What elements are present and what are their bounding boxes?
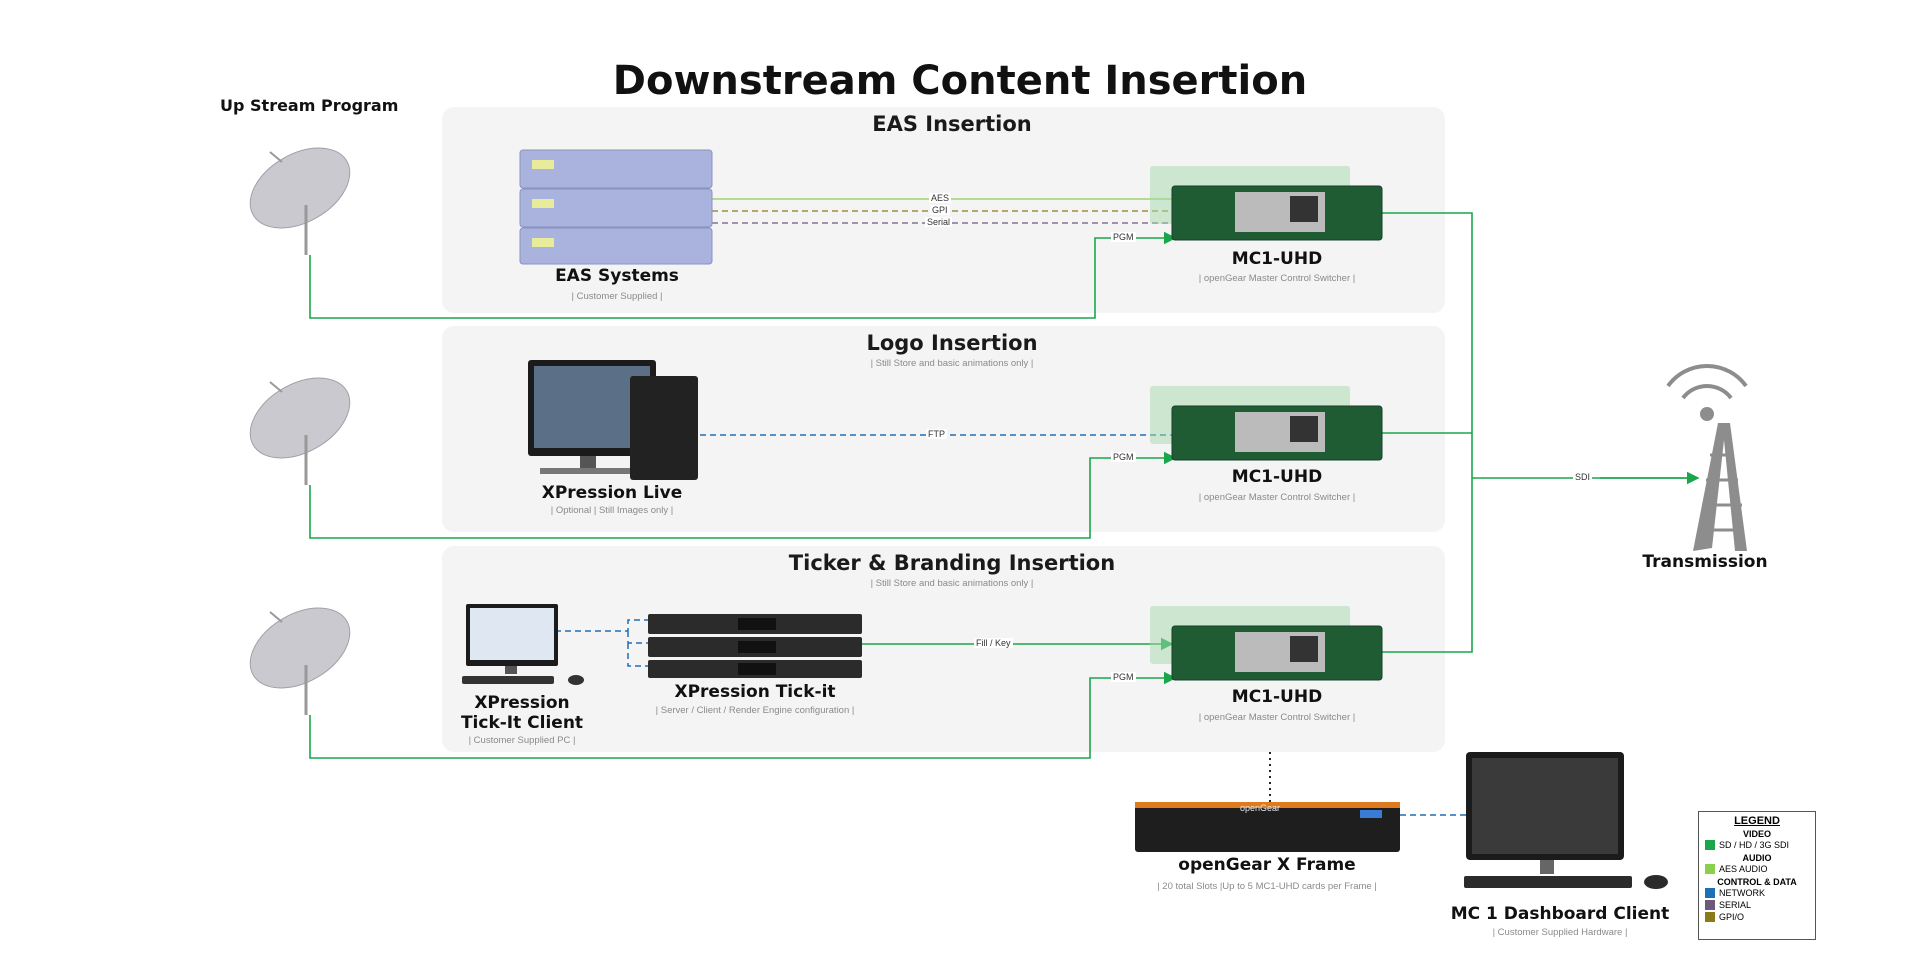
mc1-uhd-card-icon: [1150, 166, 1383, 241]
transmission-label: Transmission: [1642, 552, 1768, 572]
tickit-client-sub: | Customer Supplied PC |: [468, 735, 576, 746]
pgm-line-eas: [309, 231, 1177, 319]
legend-gpio-text: GPI/O: [1719, 912, 1745, 922]
xpression-tickit-sub: | Server / Client / Render Engine config…: [655, 705, 855, 716]
upstream-label: Up Stream Program: [220, 96, 399, 115]
frame-sub: | 20 total Slots |Up to 5 MC1-UHD cards …: [1157, 881, 1377, 892]
ticker-title: Ticker & Branding Insertion: [788, 551, 1116, 575]
mc1-uhd-label-ticker: MC1-UHD: [1231, 687, 1323, 707]
transmission-tower-icon: [1666, 363, 1748, 551]
logo-title: Logo Insertion: [866, 331, 1038, 355]
legend-control-header: CONTROL & DATA: [1717, 877, 1797, 887]
mc1-uhd-label-eas: MC1-UHD: [1231, 249, 1323, 269]
mc1-uhd-sub-eas: | openGear Master Control Switcher |: [1198, 273, 1356, 284]
legend-title: LEGEND: [1734, 815, 1780, 827]
ticker-subtitle: | Still Store and basic animations only …: [870, 578, 1034, 589]
mc1-uhd-sub-ticker: | openGear Master Control Switcher |: [1198, 712, 1356, 723]
mc1-uhd-card-icon: [1150, 606, 1383, 681]
xpression-live-sub: | Optional | Still Images only |: [550, 505, 674, 516]
legend-video-text: SD / HD / 3G SDI: [1719, 840, 1790, 850]
legend-item-video: SD / HD / 3G SDI: [1705, 839, 1815, 851]
eas-systems-icon: [519, 149, 713, 265]
satellite-dish-icon: [249, 377, 351, 485]
sdi-label: SDI: [1573, 472, 1593, 482]
legend-audio-header: AUDIO: [1742, 853, 1772, 863]
page-title: Downstream Content Insertion: [612, 58, 1308, 104]
frame-label: openGear X Frame: [1178, 855, 1356, 875]
legend-item-network: NETWORK: [1705, 887, 1815, 899]
pgm-label-ticker: PGM: [1111, 672, 1136, 682]
satellite-dish-icon: [249, 607, 351, 715]
legend: LEGEND VIDEO SD / HD / 3G SDI AUDIO AES …: [1698, 811, 1816, 940]
dashboard-label: MC 1 Dashboard Client: [1450, 904, 1670, 924]
xpression-tickit-label: XPression Tick-it: [674, 682, 836, 702]
pgm-label-logo: PGM: [1111, 452, 1136, 462]
xpression-tickit-server-icon: [648, 614, 862, 678]
tickit-client-label-2: Tick-It Client: [460, 713, 584, 733]
pgm-line-logo: [309, 451, 1177, 539]
mc1-uhd-sub-logo: | openGear Master Control Switcher |: [1198, 492, 1356, 503]
pgm-label-eas: PGM: [1111, 232, 1136, 242]
legend-audio-text: AES AUDIO: [1719, 864, 1768, 874]
gpi-label: GPI: [930, 205, 950, 215]
opengear-frame-icon: [1135, 802, 1400, 852]
eas-title: EAS Insertion: [872, 112, 1032, 136]
fill-key-label: Fill / Key: [974, 638, 1013, 648]
legend-video-header: VIDEO: [1742, 829, 1771, 839]
legend-item-audio: AES AUDIO: [1705, 863, 1815, 875]
mc1-uhd-label-logo: MC1-UHD: [1231, 467, 1323, 487]
eas-systems-sub: | Customer Supplied |: [571, 291, 663, 302]
eas-systems-label: EAS Systems: [555, 266, 679, 286]
dashboard-sub: | Customer Supplied Hardware |: [1492, 927, 1628, 938]
frame-brand: openGear: [1240, 803, 1281, 813]
legend-item-serial: SERIAL: [1705, 899, 1815, 911]
aes-label: AES: [929, 193, 952, 203]
ftp-label: FTP: [926, 429, 947, 439]
xpression-live-label: XPression Live: [541, 483, 683, 503]
legend-item-gpio: GPI/O: [1705, 911, 1815, 923]
serial-label: Serial: [925, 217, 953, 227]
xpression-live-workstation-icon: [528, 360, 698, 480]
satellite-dish-icon: [249, 147, 351, 255]
tickit-network-line: [555, 619, 650, 667]
mc1-uhd-card-icon: [1150, 386, 1383, 461]
tickit-client-label-1: XPression: [474, 693, 570, 713]
tickit-client-pc-icon: [462, 604, 584, 685]
legend-serial-text: SERIAL: [1719, 900, 1752, 910]
logo-subtitle: | Still Store and basic animations only …: [870, 358, 1034, 369]
legend-network-text: NETWORK: [1719, 888, 1765, 898]
dashboard-monitor-icon: [1464, 752, 1668, 889]
